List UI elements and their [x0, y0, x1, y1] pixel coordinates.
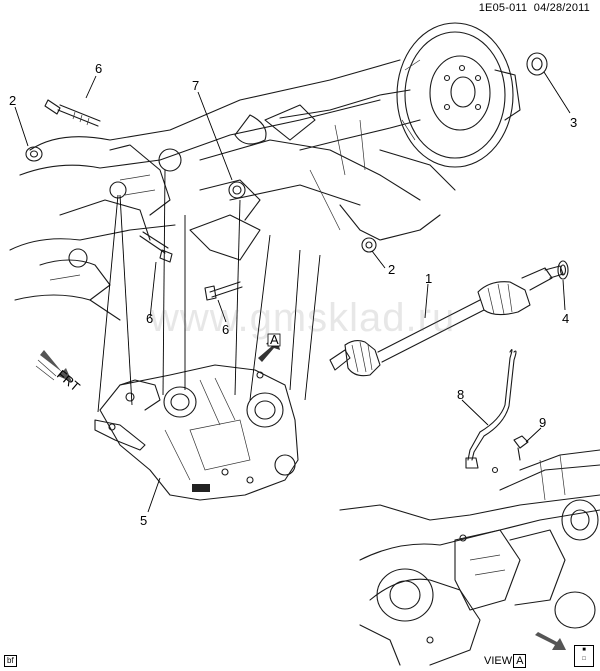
callout-2-mid: 2	[388, 262, 395, 277]
callout-6-right: 6	[222, 322, 229, 337]
lower-bolt	[204, 281, 243, 301]
upper-bolt	[44, 99, 101, 127]
callout-3: 3	[570, 115, 577, 130]
front-direction-arrow	[35, 350, 72, 382]
upper-nut	[25, 146, 43, 162]
view-label-prefix: VIEW	[484, 655, 513, 667]
callout-8: 8	[457, 387, 464, 402]
diagram-code: 1E05-011	[478, 2, 528, 14]
callout-6-top: 6	[95, 61, 102, 76]
bushing-washer	[228, 181, 246, 199]
watermark: www.gmsklad.ru	[150, 296, 456, 340]
callout-9: 9	[539, 415, 546, 430]
leader-lines	[14, 71, 571, 513]
vent-fitting	[513, 435, 529, 461]
corner-tag: bf	[4, 655, 17, 667]
diagram-header: 1E05-011 04/28/2011	[479, 2, 590, 14]
carrier-label-plate	[192, 484, 210, 492]
publisher-logo-icon: ■□	[574, 645, 594, 667]
callout-2-top: 2	[9, 93, 16, 108]
inset-view-a	[339, 449, 600, 666]
drive-shaft	[329, 265, 564, 377]
mid-nut	[361, 237, 377, 253]
rear-subframe	[9, 59, 456, 321]
brake-rotor-assembly	[396, 22, 521, 168]
mid-bolt	[139, 231, 173, 263]
front-arrow-label: FRT	[54, 367, 83, 395]
view-a-front-arrow	[535, 632, 566, 650]
callout-4: 4	[562, 311, 569, 326]
view-label-letter: A	[513, 654, 527, 668]
diagram-date: 04/28/2011	[533, 2, 590, 14]
view-a-arrow	[258, 333, 281, 362]
callout-1: 1	[425, 271, 432, 286]
callout-6-left: 6	[146, 311, 153, 326]
callouts: 6 2 7 3 2 1 4 6 6 5 8 9	[9, 61, 577, 528]
callout-5: 5	[140, 513, 147, 528]
differential-carrier	[94, 364, 299, 501]
snap-ring	[557, 260, 569, 280]
vent-hose	[465, 349, 517, 469]
view-a-marker: A	[270, 332, 279, 347]
callout-7: 7	[192, 78, 199, 93]
axle-nut	[526, 52, 548, 76]
